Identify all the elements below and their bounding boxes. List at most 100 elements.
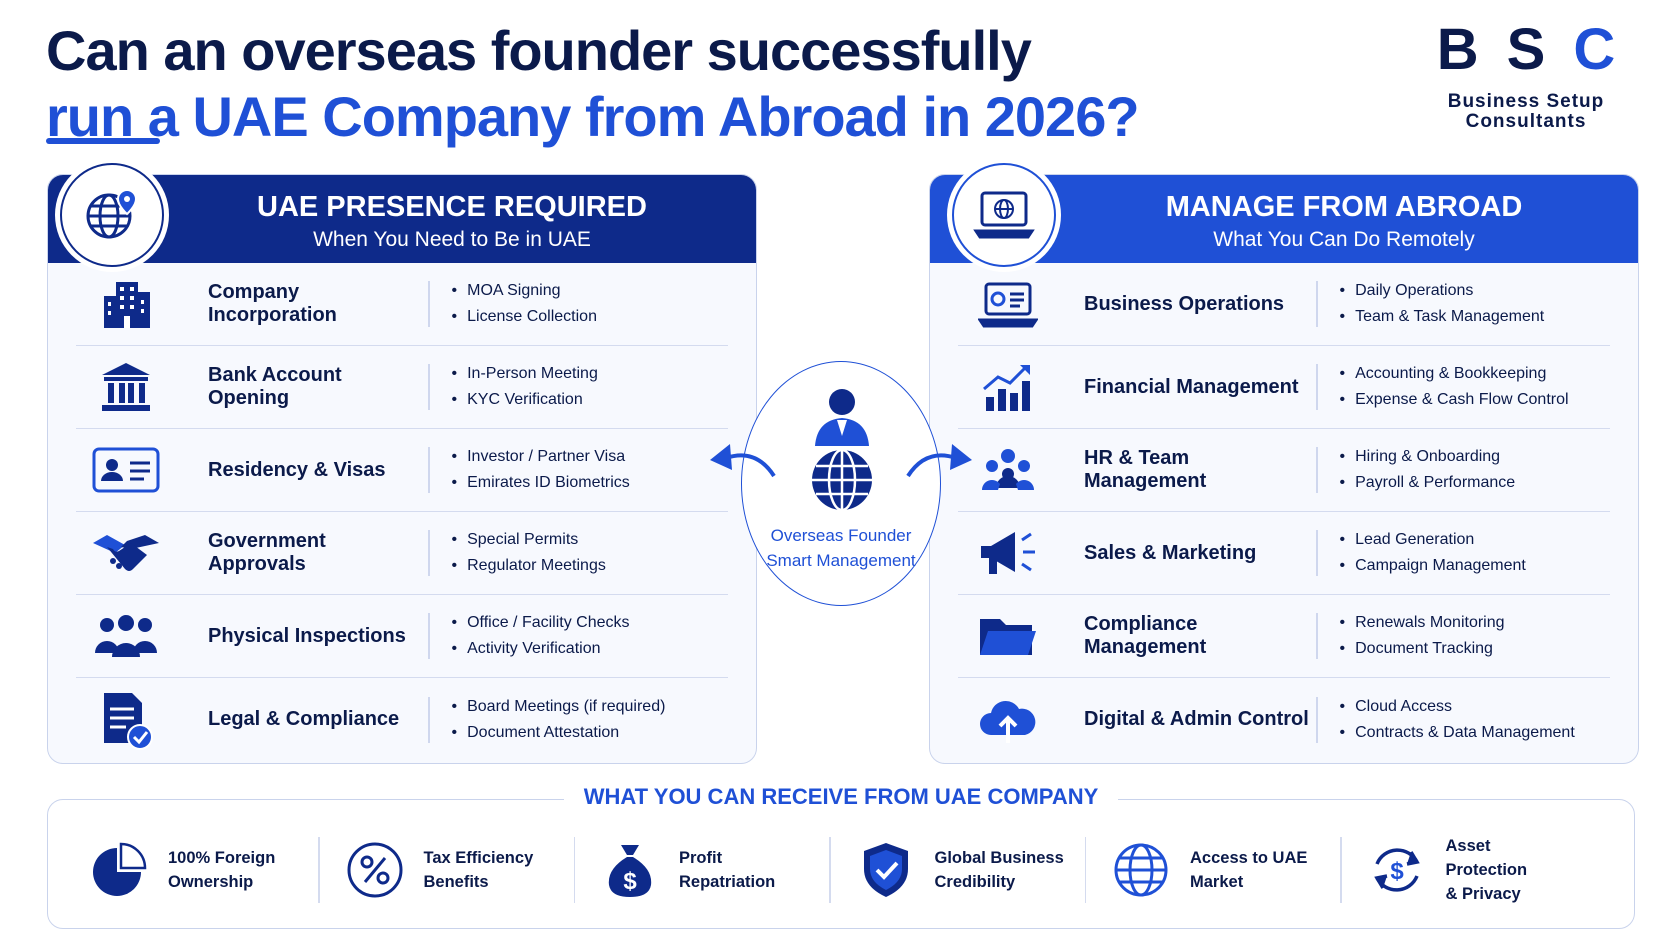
list-item: Digital & Admin Control Cloud Access Con…	[958, 678, 1610, 761]
bullet-item: Investor / Partner Visa	[452, 444, 630, 470]
bullet-item: Regulator Meetings	[452, 553, 606, 579]
benefit-item: Access to UAE Market	[1106, 830, 1320, 910]
manage-abroad-panel: MANAGE FROM ABROAD What You Can Do Remot…	[929, 174, 1639, 764]
team-icon	[958, 446, 1058, 494]
bullet-item: Team & Task Management	[1340, 304, 1544, 330]
panel-heading: UAE PRESENCE REQUIRED	[257, 191, 647, 223]
bullet-list: Hiring & Onboarding Payroll & Performanc…	[1340, 444, 1515, 496]
benefit-line-1: 100% Foreign	[168, 849, 276, 867]
benefit-line-1: Global Business	[934, 849, 1064, 867]
bullet-item: Office / Facility Checks	[452, 610, 629, 636]
row-divider	[1316, 364, 1318, 410]
benefit-line-2: Credibility	[934, 873, 1016, 891]
arrow-left-icon	[710, 444, 776, 478]
people-group-icon	[76, 613, 176, 659]
list-item: Company Incorporation MOA Signing Licens…	[76, 263, 728, 346]
row-label: Compliance Management	[1084, 613, 1207, 658]
list-item: Business Operations Daily Operations Tea…	[958, 263, 1610, 346]
bullet-list: Office / Facility Checks Activity Verifi…	[452, 610, 629, 662]
row-divider	[1316, 447, 1318, 493]
dollar-cycle-icon: $	[1362, 842, 1432, 898]
panel-heading: MANAGE FROM ABROAD	[1165, 191, 1523, 223]
id-card-icon	[76, 447, 176, 493]
bullet-list: MOA Signing License Collection	[452, 278, 597, 330]
bullet-list: Lead Generation Campaign Management	[1340, 527, 1526, 579]
list-item: Government Approvals Special Permits Reg…	[76, 512, 728, 595]
benefit-divider	[573, 837, 575, 903]
bullet-item: Emirates ID Biometrics	[452, 470, 630, 496]
list-item: Bank Account Opening In-Person Meeting K…	[76, 346, 728, 429]
bullet-item: Lead Generation	[1340, 527, 1526, 553]
row-divider	[428, 281, 430, 327]
benefit-line-1: Asset Protection	[1445, 837, 1528, 879]
megaphone-icon	[958, 528, 1058, 578]
row-divider	[1316, 613, 1318, 659]
bullet-list: Board Meetings (if required) Document At…	[452, 694, 666, 746]
benefit-line-2: Repatriation	[679, 873, 776, 891]
row-label: Digital & Admin Control	[1084, 708, 1309, 730]
founder-globe-icon	[797, 384, 887, 519]
logo-letter-c: C	[1573, 16, 1616, 82]
bullet-item: Cloud Access	[1340, 694, 1575, 720]
bullet-item: Special Permits	[452, 527, 606, 553]
percent-icon	[340, 841, 410, 899]
row-divider	[1316, 696, 1318, 743]
bullet-item: Payroll & Performance	[1340, 470, 1515, 496]
benefit-line-2: & Privacy	[1445, 885, 1521, 903]
money-bag-icon: $	[595, 841, 665, 899]
benefit-line-1: Tax Efficiency	[423, 849, 534, 867]
bullet-list: Accounting & Bookkeeping Expense & Cash …	[1340, 361, 1569, 413]
benefit-item: Tax Efficiency Benefits	[340, 830, 554, 910]
uae-presence-panel: UAE PRESENCE REQUIRED When You Need to B…	[47, 174, 757, 764]
panel-header: UAE PRESENCE REQUIRED When You Need to B…	[48, 175, 756, 263]
row-divider	[428, 530, 430, 576]
panel-subheading: What You Can Do Remotely	[1213, 228, 1475, 251]
list-item: HR & Team Management Hiring & Onboarding…	[958, 429, 1610, 512]
row-label: Company Incorporation	[208, 281, 337, 326]
benefits-strip: WHAT YOU CAN RECEIVE FROM UAE COMPANY 10…	[47, 784, 1635, 929]
bullet-item: Document Attestation	[452, 720, 666, 746]
bullet-item: License Collection	[452, 304, 597, 330]
founder-hub: Overseas Founder Smart Management	[741, 361, 941, 606]
bullet-item: MOA Signing	[452, 278, 597, 304]
list-item: Compliance Management Renewals Monitorin…	[958, 595, 1610, 678]
founder-label-line-1: Overseas Founder	[770, 526, 912, 545]
laptop-globe-icon	[952, 163, 1056, 267]
bullet-list: Cloud Access Contracts & Data Management	[1340, 694, 1575, 746]
list-item: Physical Inspections Office / Facility C…	[76, 595, 728, 678]
bank-icon	[76, 361, 176, 413]
row-divider	[428, 364, 430, 410]
bullet-list: In-Person Meeting KYC Verification	[452, 361, 598, 413]
bullet-list: Renewals Monitoring Document Tracking	[1340, 610, 1504, 662]
row-label: HR & Team Management	[1084, 447, 1207, 492]
cloud-upload-icon	[958, 695, 1058, 745]
laptop-dashboard-icon	[958, 280, 1058, 328]
globe-icon	[1106, 842, 1176, 898]
benefit-item: $ Profit Repatriation	[595, 830, 809, 910]
list-item: Sales & Marketing Lead Generation Campai…	[958, 512, 1610, 595]
benefit-line-2: Ownership	[168, 873, 254, 891]
page-title: Can an overseas founder successfully run…	[46, 18, 1140, 150]
bullet-item: Accounting & Bookkeeping	[1340, 361, 1569, 387]
list-item: Financial Management Accounting & Bookke…	[958, 346, 1610, 429]
row-divider	[1316, 281, 1318, 327]
benefit-line-2: Benefits	[423, 873, 489, 891]
handshake-icon	[76, 529, 176, 577]
logo-line-2: Consultants	[1465, 111, 1587, 132]
benefit-line-1: Profit	[679, 849, 723, 867]
row-label: Residency & Visas	[208, 458, 386, 481]
title-underline	[46, 138, 160, 144]
benefit-item: 100% Foreign Ownership	[84, 830, 298, 910]
bullet-item: Renewals Monitoring	[1340, 610, 1504, 636]
bullet-item: KYC Verification	[452, 387, 598, 413]
folder-icon	[958, 613, 1058, 659]
office-building-icon	[76, 278, 176, 330]
pie-chart-icon	[84, 842, 154, 898]
bullet-item: In-Person Meeting	[452, 361, 598, 387]
row-label: Financial Management	[1084, 375, 1299, 398]
list-item: Residency & Visas Investor / Partner Vis…	[76, 429, 728, 512]
bullet-list: Special Permits Regulator Meetings	[452, 527, 606, 579]
logo-letter-s: S	[1506, 16, 1546, 82]
bullet-item: Board Meetings (if required)	[452, 694, 665, 720]
row-label: Bank Account Opening	[208, 364, 342, 409]
